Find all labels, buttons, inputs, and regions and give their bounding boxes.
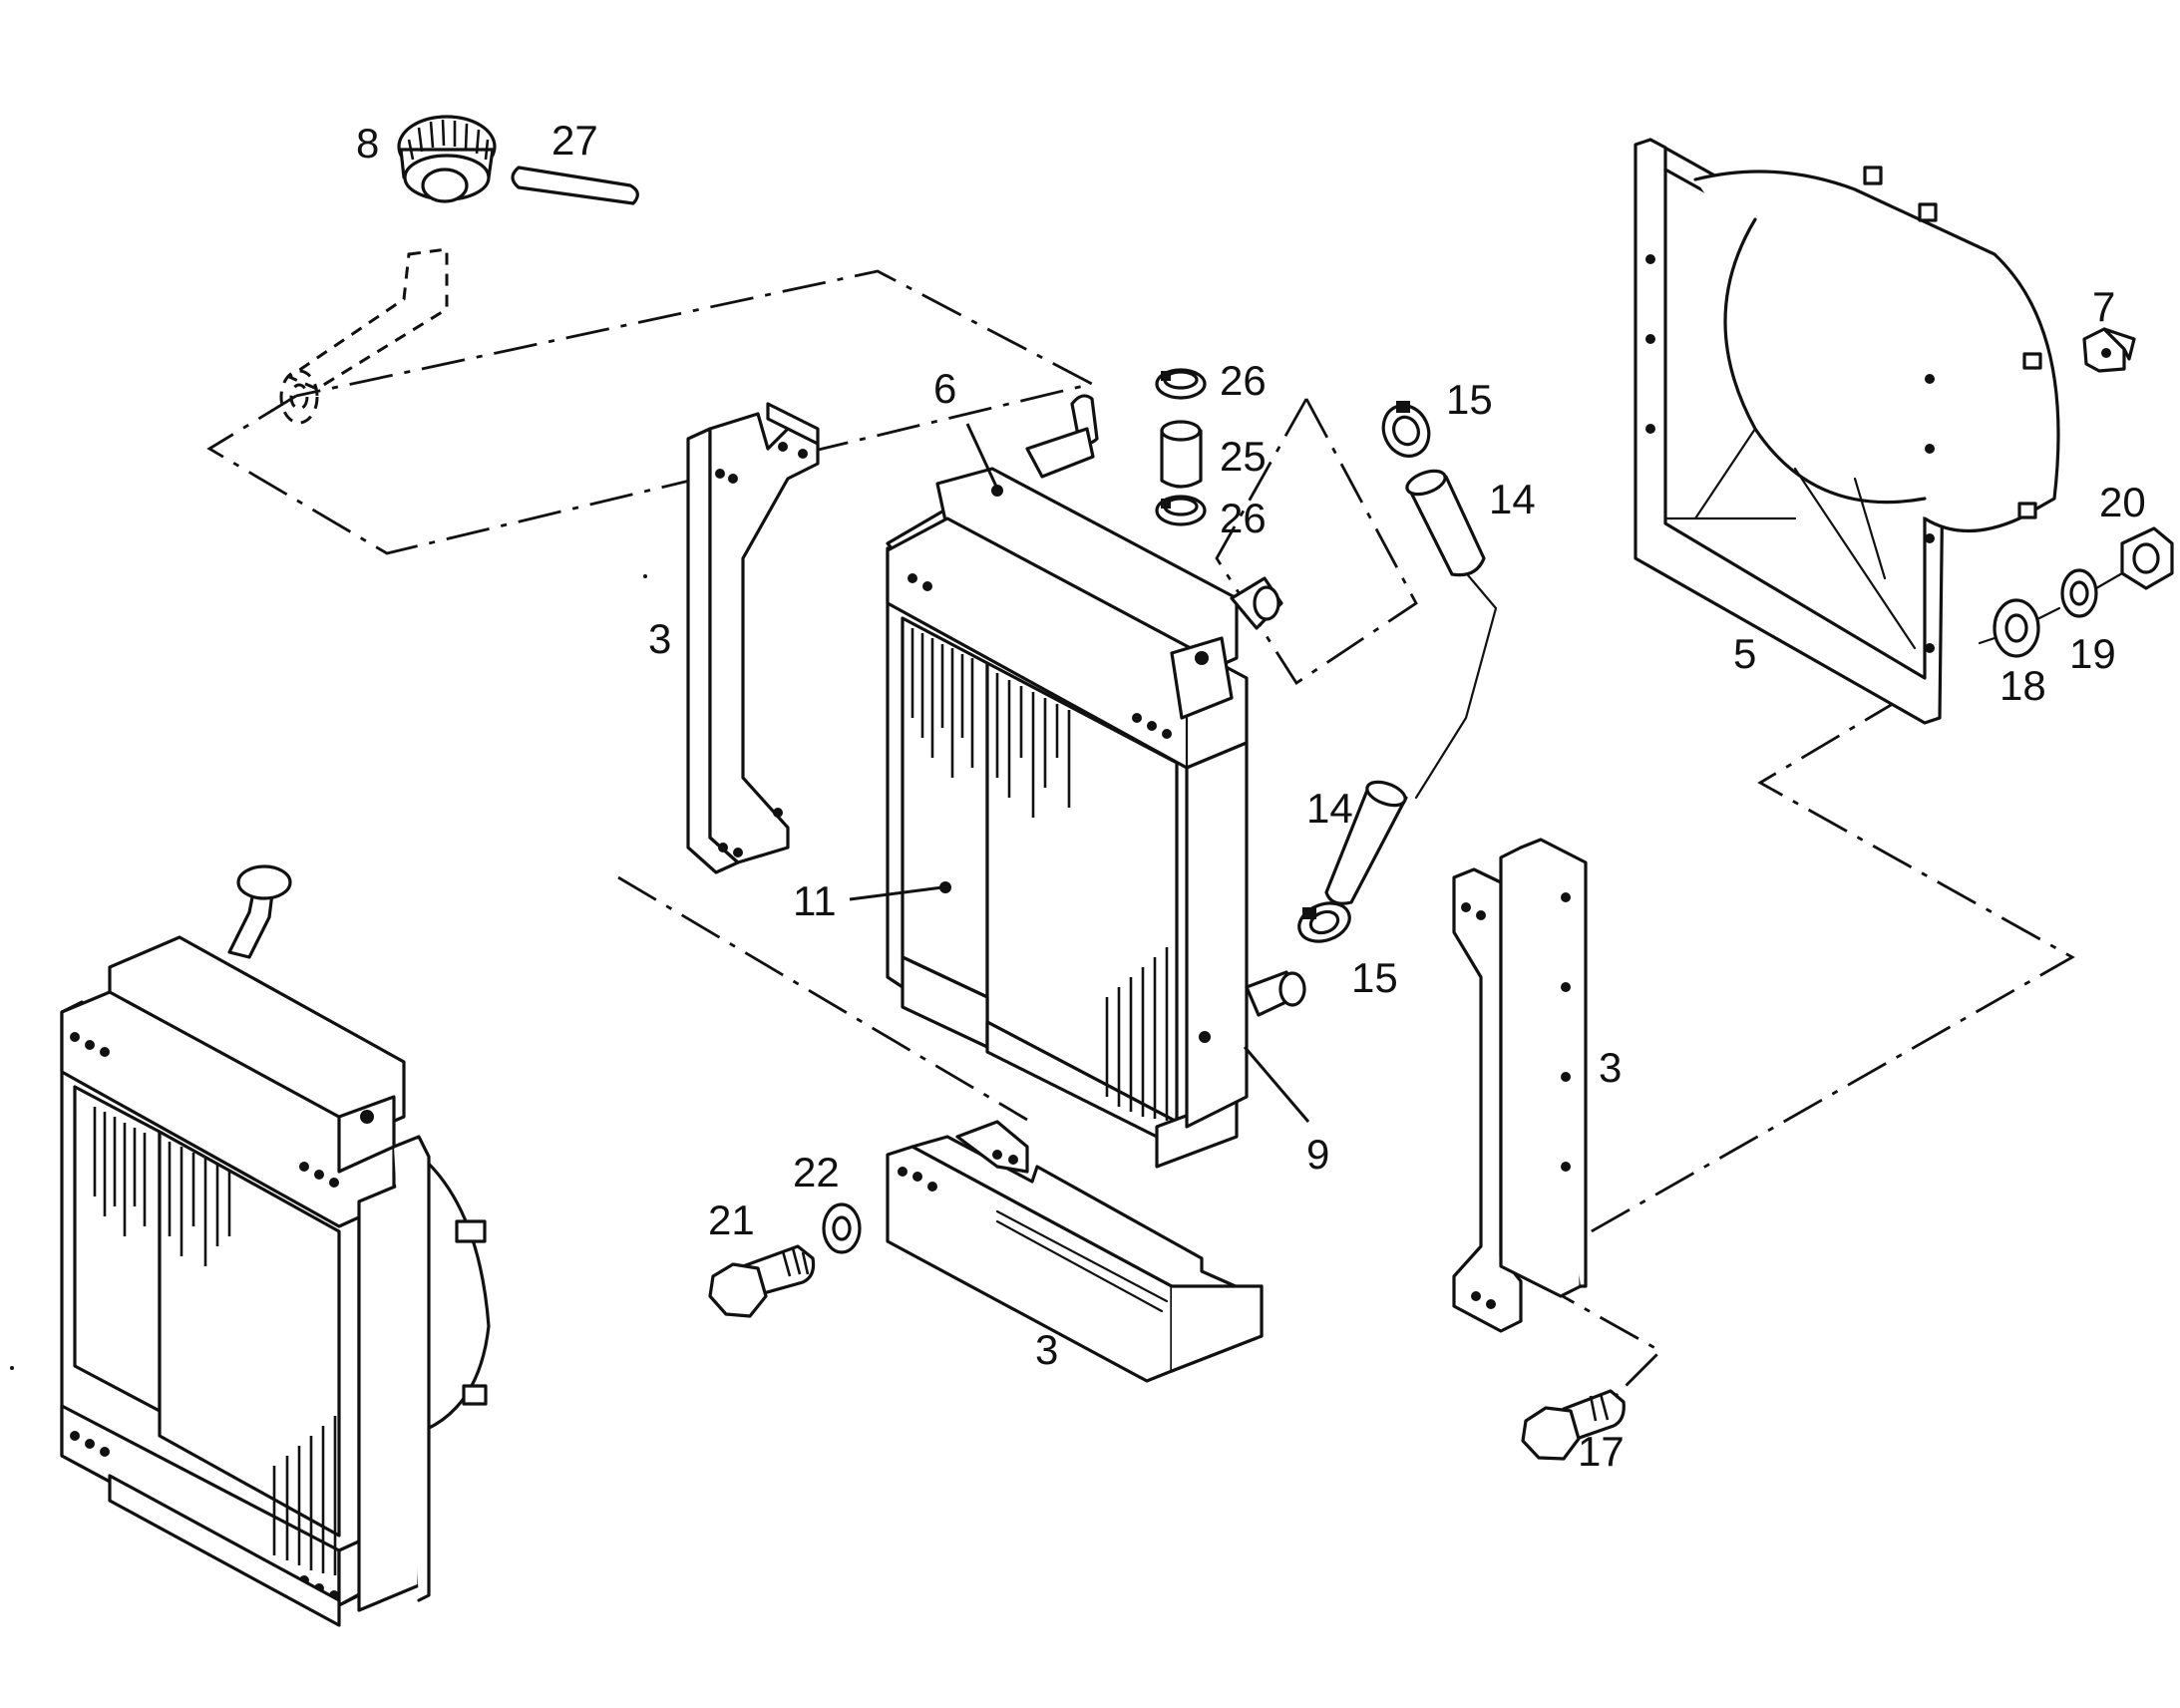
bolt-part-21 — [708, 1244, 816, 1318]
leader-lines — [849, 423, 1310, 1123]
fan-shroud-part-5 — [1634, 138, 2060, 725]
callout-labels: 8 27 26 25 26 6 15 14 7 20 3 5 18 19 14 … — [356, 117, 2146, 1475]
callout-17: 17 — [1578, 1428, 1625, 1475]
filler-neck-hidden — [279, 247, 449, 425]
callout-6: 6 — [933, 365, 956, 412]
callout-14-upper: 14 — [1489, 476, 1536, 522]
callout-8: 8 — [356, 120, 379, 167]
callout-15-upper: 15 — [1446, 376, 1493, 423]
callout-26-bottom: 26 — [1220, 495, 1267, 541]
nut-part-20 — [2120, 526, 2174, 590]
lockwasher-part-19 — [2060, 568, 2098, 618]
clamp-part-15-upper — [1381, 401, 1431, 458]
callout-20: 20 — [2099, 479, 2146, 525]
callout-3-right: 3 — [1599, 1044, 1622, 1091]
side-bracket-part-3-left — [686, 402, 820, 874]
callout-19: 19 — [2069, 630, 2116, 677]
hose-part-14-upper — [1405, 469, 1486, 577]
callout-25: 25 — [1220, 433, 1267, 480]
hose-part-25 — [1160, 420, 1203, 489]
washer-part-18 — [1993, 598, 2040, 658]
callout-14-lower: 14 — [1306, 785, 1353, 832]
callout-15-lower: 15 — [1351, 954, 1398, 1001]
callout-9: 9 — [1306, 1131, 1329, 1178]
callout-21: 21 — [708, 1196, 755, 1243]
callout-18: 18 — [1999, 662, 2046, 709]
bolt-part-17 — [1521, 1389, 1626, 1461]
clamp-part-26-top — [1155, 368, 1207, 400]
clamp-part-15-lower — [1297, 901, 1351, 943]
clamp-part-26-bottom — [1155, 495, 1207, 526]
callout-26-top: 26 — [1220, 357, 1267, 404]
callout-5: 5 — [1733, 630, 1756, 677]
assembled-radiator-view — [60, 864, 491, 1627]
filler-cap-part-8 — [397, 115, 497, 203]
callout-3-left: 3 — [648, 615, 671, 662]
hose-part-27 — [511, 166, 639, 205]
callout-3-bottom: 3 — [1035, 1326, 1058, 1373]
washer-part-22 — [822, 1202, 862, 1254]
clip-part-7 — [2082, 327, 2136, 373]
callout-11: 11 — [793, 877, 837, 924]
side-bracket-part-3-right — [1452, 838, 1588, 1333]
callout-22: 22 — [793, 1149, 840, 1196]
radiator-assembly-center — [886, 394, 1306, 1169]
bottom-rail-part-3 — [886, 1120, 1264, 1383]
callout-7: 7 — [2092, 283, 2115, 330]
callout-27: 27 — [551, 117, 598, 164]
